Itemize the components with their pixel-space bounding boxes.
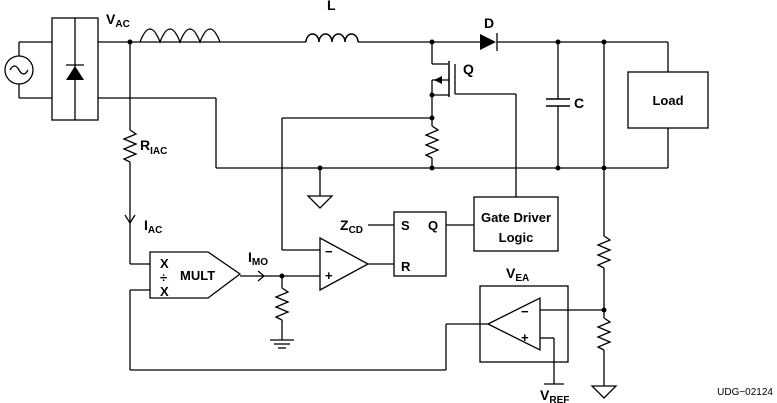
- vref-label: VREF: [540, 387, 569, 403]
- latch-q: Q: [428, 218, 438, 233]
- rectified-waveform-icon: [139, 28, 221, 44]
- junction-dot: [429, 165, 435, 171]
- comp-minus: −: [325, 244, 333, 259]
- inductor: L: [305, 0, 359, 43]
- current-arrow-icon: [124, 214, 136, 225]
- vea-label: VEA: [506, 265, 529, 284]
- bridge-rectifier: [51, 17, 99, 121]
- output-divider: [590, 42, 618, 399]
- ground-symbol: [306, 168, 334, 209]
- riac-resistor: RIAC IAC: [122, 42, 167, 265]
- mult-name: MULT: [180, 268, 215, 283]
- latch-s: S: [401, 218, 410, 233]
- inductor-label: L: [327, 0, 336, 13]
- mult-x2: X: [160, 284, 169, 299]
- ea-minus: −: [521, 304, 529, 319]
- junction-dot: [555, 165, 561, 171]
- vac-label: VAC: [106, 11, 130, 30]
- gate-driver-block: Gate Driver Logic: [473, 196, 559, 252]
- riac-label: RIAC: [140, 137, 167, 157]
- diode-label: D: [484, 15, 494, 31]
- multiplier-block: X ÷ X MULT: [129, 251, 446, 371]
- current-arrow-icon: [257, 270, 266, 282]
- current-comparator: − +: [281, 118, 394, 292]
- capacitor-label: C: [574, 95, 584, 111]
- ac-source: [4, 41, 52, 99]
- mult-x1: X: [160, 256, 169, 271]
- sense-resistor: [282, 115, 440, 168]
- figure-id: UDG−02124: [717, 387, 773, 398]
- ea-plus: +: [521, 330, 529, 345]
- zcd-label: ZCD: [340, 217, 363, 236]
- gate-driver-line2: Logic: [499, 230, 534, 245]
- imo-resistor: [270, 276, 294, 349]
- latch-r: R: [401, 259, 411, 274]
- gate-driver-line1: Gate Driver: [481, 210, 551, 225]
- diode: D: [480, 15, 498, 51]
- mosfet-switch: Q: [429, 42, 517, 197]
- load-label: Load: [652, 93, 683, 108]
- error-amplifier: VEA − + VREF: [445, 265, 604, 403]
- imo-label: IMO: [248, 249, 268, 268]
- iac-label: IAC: [144, 217, 162, 236]
- switch-label: Q: [463, 61, 474, 77]
- load-block: Load: [627, 42, 709, 168]
- sr-latch: S Q R ZCD: [340, 211, 474, 277]
- mult-div: ÷: [160, 270, 167, 285]
- comp-plus: +: [325, 268, 333, 283]
- capacitor: C: [546, 42, 584, 168]
